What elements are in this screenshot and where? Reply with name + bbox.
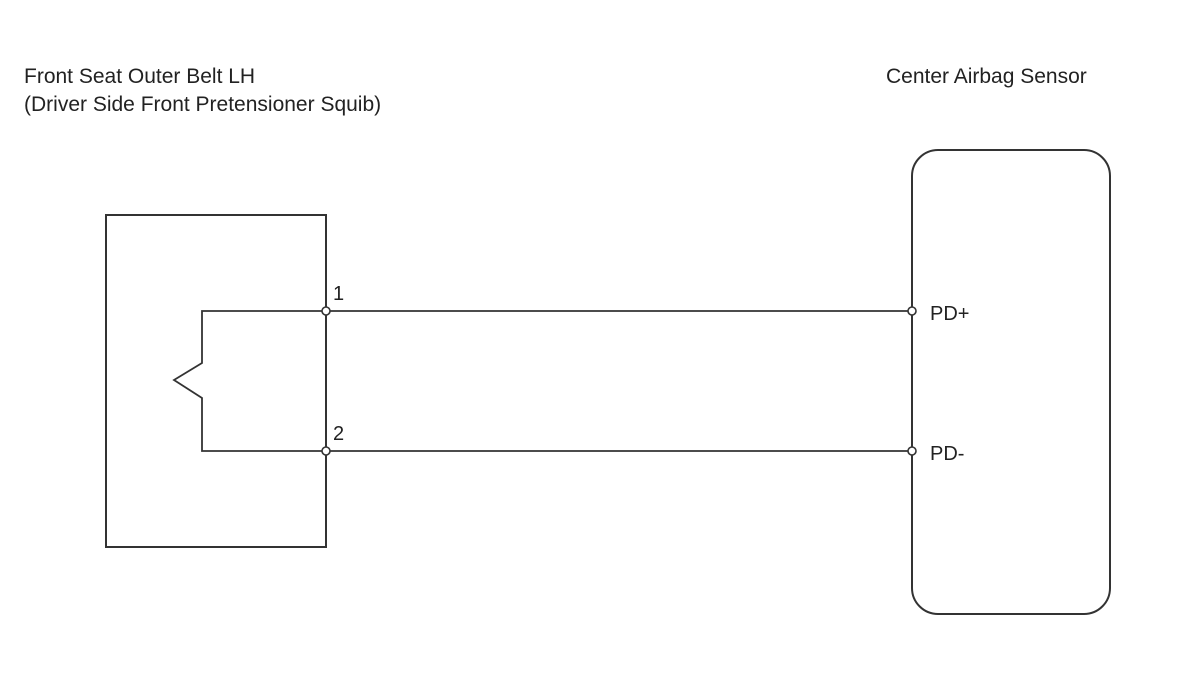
squib-element-symbol (172, 310, 326, 452)
squib-pin-2-terminal (321, 446, 331, 456)
sensor-pd-minus-terminal (907, 446, 917, 456)
squib-component-title: Front Seat Outer Belt LH (24, 65, 256, 88)
squib-pin-1-terminal (321, 306, 331, 316)
sensor-housing-box (911, 149, 1111, 615)
squib-housing-box (105, 214, 327, 548)
sensor-pd-plus-label: PD+ (930, 303, 969, 325)
squib-component-subtitle: (Driver Side Front Pretensioner Squib) (24, 93, 382, 116)
squib-pin-2-label: 2 (333, 423, 344, 445)
sensor-component-title: Center Airbag Sensor (886, 65, 1087, 88)
sensor-pd-minus-label: PD- (930, 443, 964, 465)
squib-pin-1-label: 1 (333, 283, 344, 305)
sensor-pd-plus-terminal (907, 306, 917, 316)
